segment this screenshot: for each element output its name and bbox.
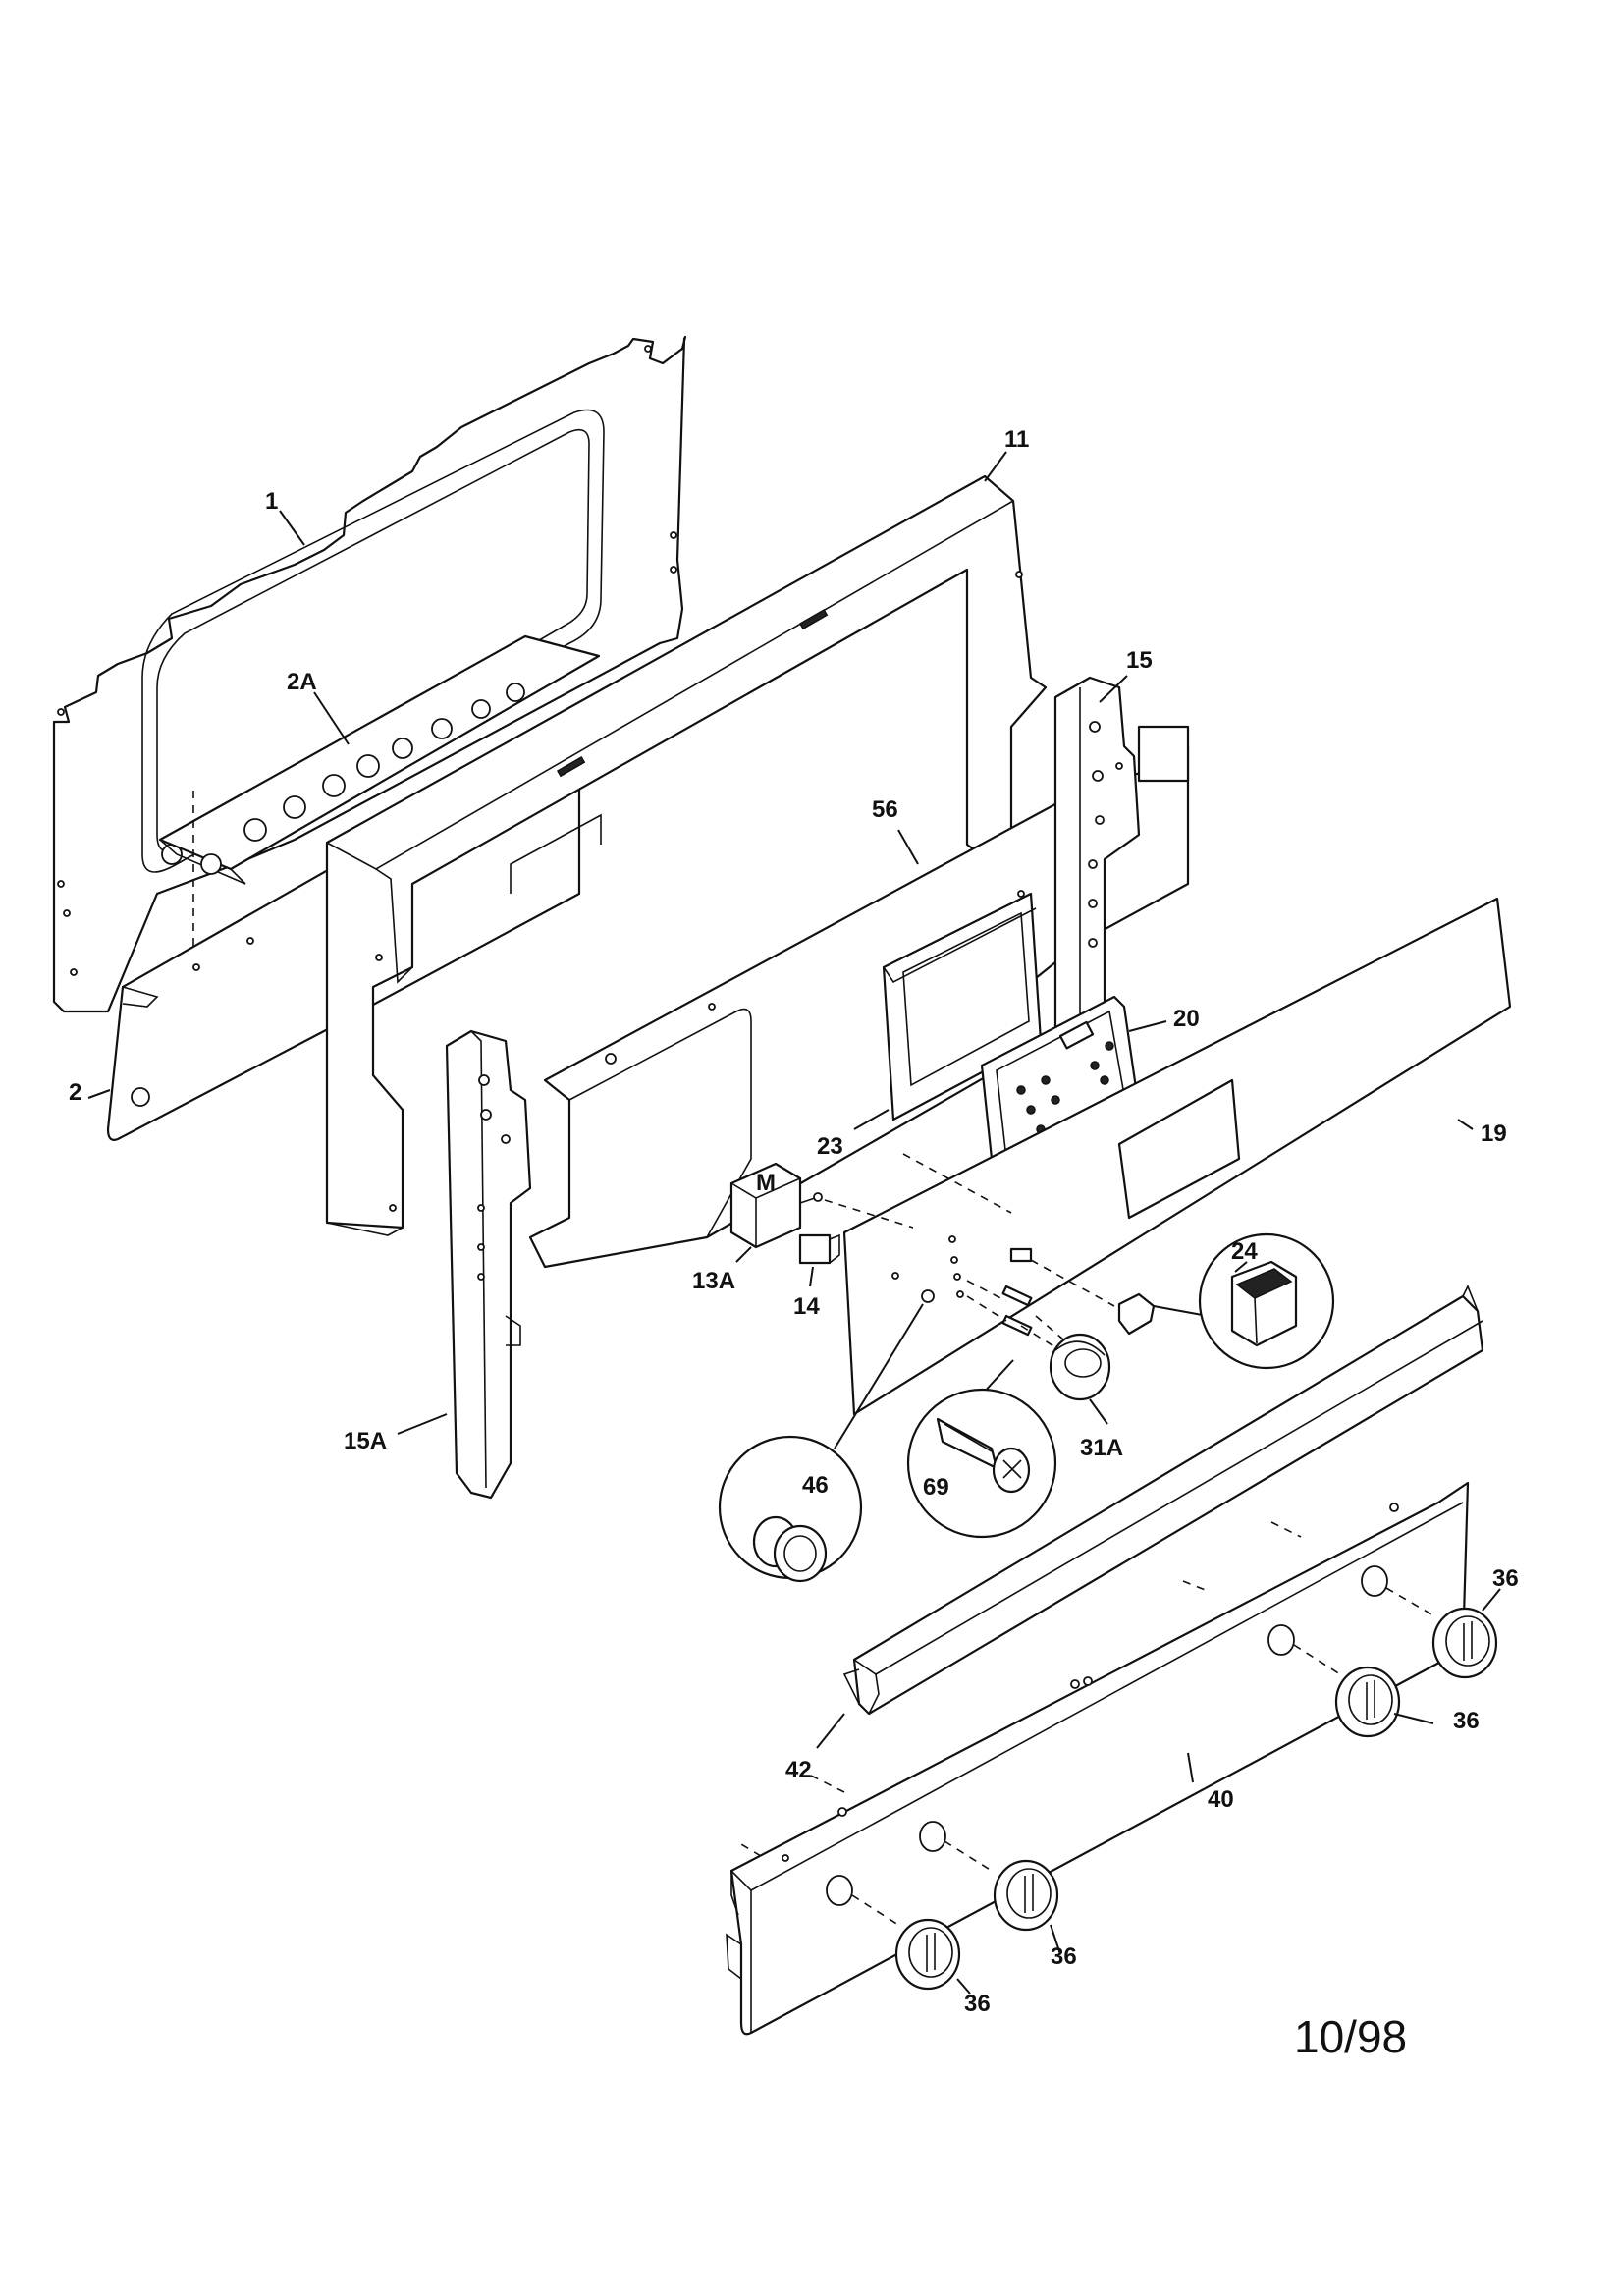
- label-15: 15: [1126, 647, 1153, 674]
- label-56: 56: [872, 796, 898, 823]
- label-40: 40: [1208, 1786, 1234, 1813]
- part-2a-shield: [158, 634, 601, 948]
- label-31a: 31A: [1080, 1435, 1123, 1461]
- panel-hardware: [824, 1153, 1115, 1346]
- label-14: 14: [793, 1293, 820, 1320]
- part-labels: 1 2A 2 11 15 56 20 23 19 13A 14 24 15A 4…: [69, 426, 1519, 2017]
- label-46: 46: [802, 1472, 829, 1499]
- label-36-b: 36: [1051, 1943, 1077, 1970]
- part-19-control-panel: [842, 897, 1512, 1416]
- leader-lines: [87, 451, 1501, 1995]
- label-20: 20: [1173, 1006, 1200, 1032]
- part-11-frame: [325, 474, 1048, 1236]
- label-11: 11: [1004, 426, 1029, 453]
- label-15a: 15A: [344, 1428, 387, 1454]
- knob-1: [894, 1918, 961, 1991]
- label-36-d: 36: [1492, 1565, 1519, 1592]
- part-69-screw-detail: [906, 1359, 1057, 1539]
- knob-2: [993, 1859, 1059, 1932]
- label-36-a: 36: [964, 1991, 991, 2017]
- label-36-c: 36: [1453, 1708, 1480, 1734]
- label-42: 42: [785, 1757, 812, 1783]
- part-24-rocker-switch: [1117, 1232, 1335, 1370]
- svg-text:M: M: [756, 1170, 776, 1196]
- part-42-trim-channel: [842, 1285, 1484, 1716]
- part-14-terminal: [798, 1233, 840, 1265]
- revision-date: 10/98: [1294, 2011, 1407, 2062]
- label-2: 2: [69, 1079, 81, 1106]
- part-46-plug-detail: [718, 1303, 924, 1583]
- label-69: 69: [923, 1474, 949, 1501]
- knob-4: [1431, 1607, 1498, 1679]
- part-40-lower-panel: [726, 1481, 1470, 2036]
- part-31a-knob: [1020, 1325, 1111, 1401]
- label-19: 19: [1481, 1121, 1507, 1147]
- label-1: 1: [265, 488, 278, 515]
- label-2a: 2A: [287, 669, 317, 695]
- part-13a-switch: M: [729, 1162, 823, 1249]
- label-13a: 13A: [692, 1268, 735, 1294]
- knob-3: [1334, 1666, 1401, 1738]
- part-36-knobs: [894, 1607, 1498, 1991]
- part-56-inner-panel: [528, 725, 1190, 1269]
- label-23: 23: [817, 1133, 843, 1160]
- part-15a-left-bracket: [445, 1029, 532, 1500]
- label-24: 24: [1231, 1238, 1258, 1265]
